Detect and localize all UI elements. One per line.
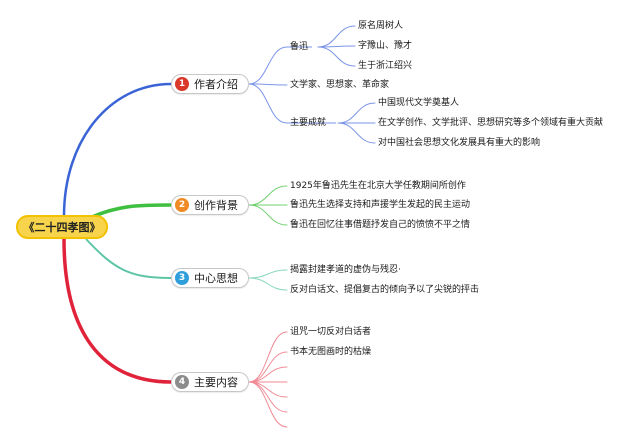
leaf-content-2[interactable]: 书本无图画时的枯燥	[290, 347, 372, 357]
connector-ach-1	[337, 102, 376, 124]
branch-label: 中心思想	[194, 272, 238, 285]
connector-luxun-3	[317, 46, 356, 67]
topic-achievements[interactable]: 主要成就	[290, 118, 327, 128]
branch-central-idea[interactable]: 3 中心思想	[171, 268, 249, 288]
leaf-achievement-2[interactable]: 在文学创作、文学批评、思想研究等多个领域有重大贡献	[378, 118, 604, 128]
connector-root-branch-2	[91, 203, 172, 219]
connector-b4-5	[248, 381, 288, 398]
connector-b3-2	[248, 277, 288, 291]
connector-b2-1	[248, 185, 288, 206]
leaf-background-1[interactable]: 1925年鲁迅先生在北京大学任教期间所创作	[290, 181, 466, 191]
topic-identity[interactable]: 文学家、思想家、革命家	[290, 80, 390, 90]
connector-b4-7	[248, 381, 288, 428]
leaf-achievement-1[interactable]: 中国现代文学奠基人	[378, 98, 460, 108]
branch-label: 主要内容	[194, 376, 238, 389]
leaf-courtesy-name[interactable]: 字豫山、豫才	[358, 41, 413, 51]
branch-author-intro[interactable]: 1 作者介绍	[171, 74, 249, 94]
leaf-birthplace[interactable]: 生于浙江绍兴	[358, 61, 413, 71]
leaf-central-2[interactable]: 反对白话文、提倡复古的倾向予以了尖锐的抨击	[290, 285, 480, 295]
branch-background[interactable]: 2 创作背景	[171, 195, 249, 215]
leaf-central-1[interactable]: 揭露封建孝道的虚伪与残忍·	[290, 265, 401, 275]
connector-b1-identity	[248, 83, 288, 86]
root-topic[interactable]: 《二十四孝图》	[16, 215, 108, 239]
connector-root-branch-4	[62, 238, 172, 384]
connector-luxun-1	[317, 25, 356, 48]
connector-b1-achievements	[248, 83, 288, 124]
connector-b2-3	[248, 204, 288, 226]
branch-label: 作者介绍	[194, 78, 238, 91]
leaf-background-2[interactable]: 鲁迅先生选择支持和声援学生发起的民主运动	[290, 200, 471, 210]
number-badge-2: 2	[175, 198, 189, 212]
connector-b3-1	[248, 269, 288, 279]
connector-b4-6	[248, 381, 288, 413]
number-badge-1: 1	[175, 77, 189, 91]
connector-root-branch-1	[62, 82, 172, 217]
leaf-background-3[interactable]: 鲁迅在回忆往事借题抒发自己的愤愤不平之情	[290, 220, 471, 230]
branch-main-content[interactable]: 4 主要内容	[171, 372, 249, 392]
leaf-content-1[interactable]: 诅咒一切反对白话者	[290, 327, 372, 337]
branch-label: 创作背景	[194, 199, 238, 212]
connector-root-branch-3	[85, 238, 172, 279]
topic-luxun[interactable]: 鲁迅	[290, 42, 309, 52]
leaf-achievement-3[interactable]: 对中国社会思想文化发展具有重大的影响	[378, 138, 541, 148]
connector-b4-1	[248, 331, 288, 383]
leaf-real-name[interactable]: 原名周树人	[358, 21, 404, 31]
connector-b1-luxun	[248, 46, 288, 85]
connector-ach-3	[337, 122, 376, 144]
number-badge-4: 4	[175, 375, 189, 389]
number-badge-3: 3	[175, 271, 189, 285]
